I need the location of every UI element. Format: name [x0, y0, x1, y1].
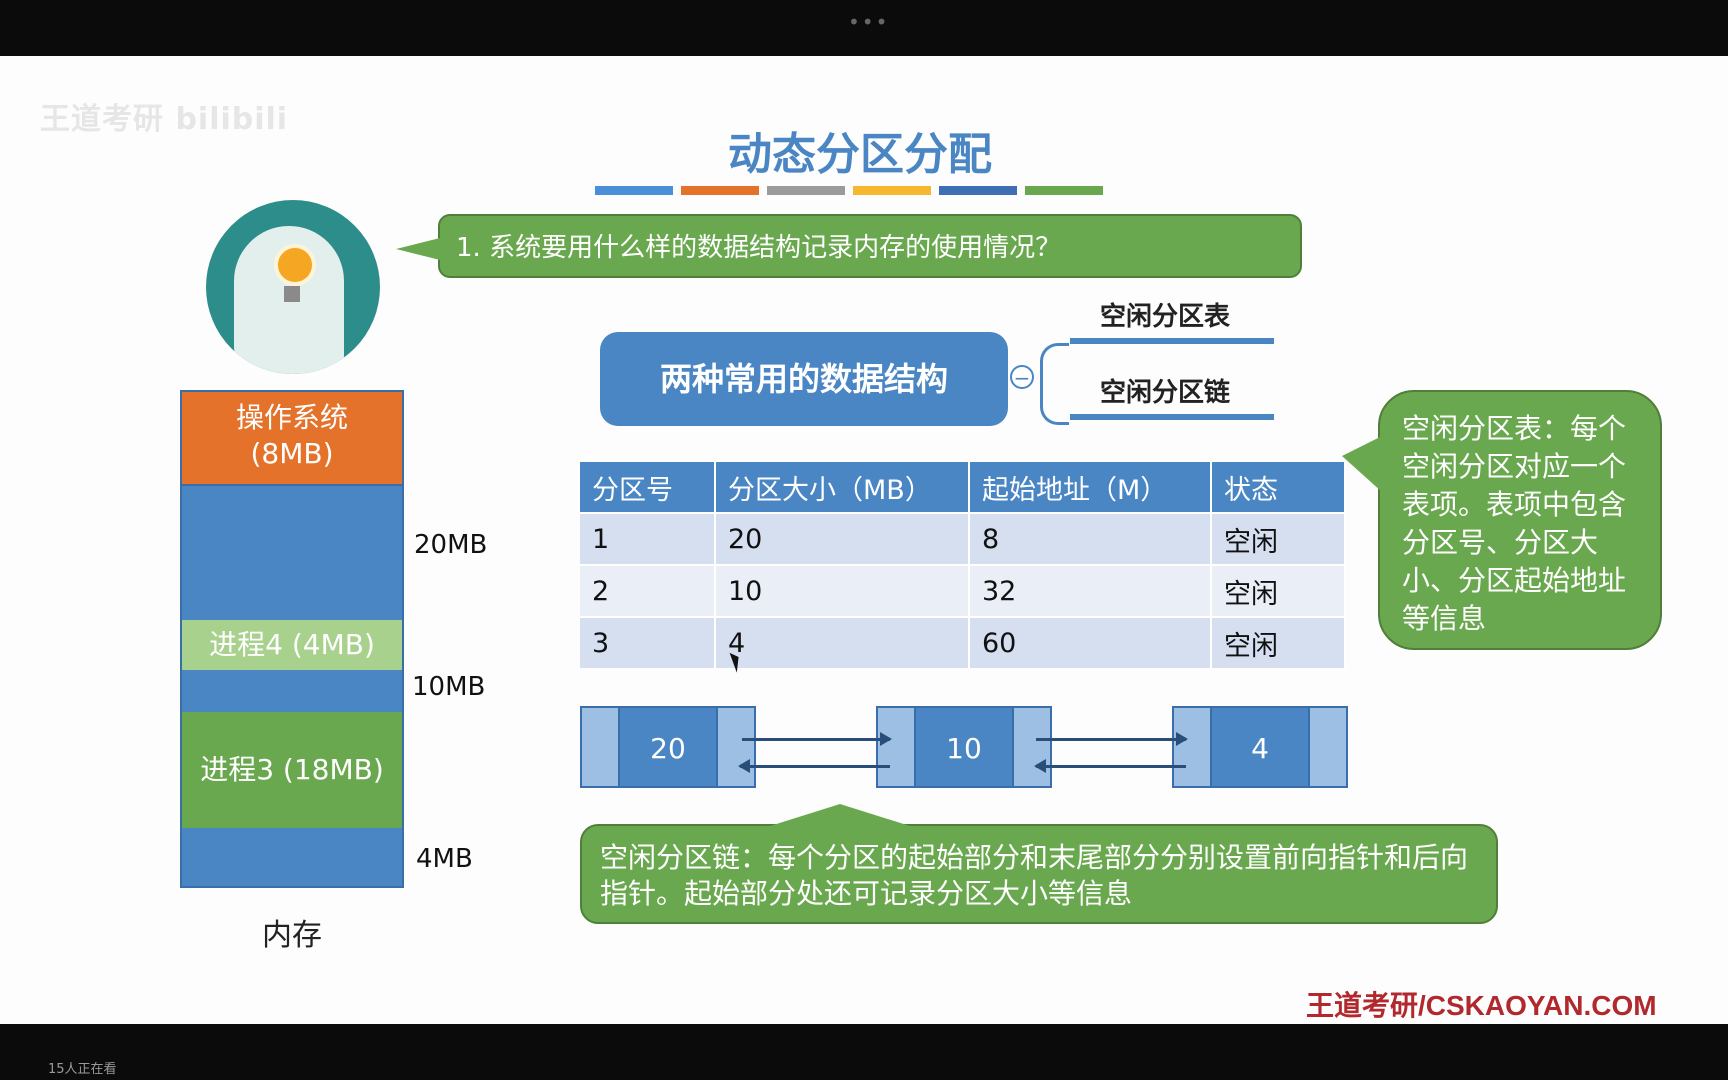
memory-free-20mb	[180, 486, 404, 620]
title-bar-6	[1025, 186, 1103, 195]
branch-connector	[1040, 343, 1069, 425]
title-bar-4	[853, 186, 931, 195]
prev-pointer	[876, 706, 916, 788]
forward-arrow-icon	[1036, 732, 1188, 746]
memory-free-4mb	[180, 828, 404, 888]
memory-process3: 进程3 (18MB)	[180, 712, 404, 828]
chain-node-size: 10	[916, 706, 1012, 788]
label-20mb: 20MB	[414, 530, 488, 560]
table-cell: 空闲	[1211, 564, 1346, 617]
table-header-row: 分区号 分区大小（MB） 起始地址（M） 状态	[580, 462, 1346, 513]
prev-pointer	[580, 706, 620, 788]
question-bubble: 1. 系统要用什么样的数据结构记录内存的使用情况？	[396, 214, 1302, 278]
data-structures-box: 两种常用的数据结构	[600, 332, 1008, 426]
table-cell: 60	[969, 616, 1212, 668]
bottom-note-bubble: 空闲分区链：每个分区的起始部分和末尾部分分别设置前向指针和后向指针。起始部分处还…	[580, 804, 1498, 924]
next-pointer	[1012, 706, 1052, 788]
thinking-head-icon	[206, 200, 380, 374]
col-header: 分区号	[580, 462, 716, 513]
table-cell: 32	[969, 564, 1212, 617]
label-4mb: 4MB	[416, 844, 473, 874]
memory-free-10mb	[180, 670, 404, 712]
chain-node-size: 20	[620, 706, 716, 788]
table-cell: 空闲	[1211, 616, 1346, 668]
memory-process4: 进程4 (4MB)	[180, 620, 404, 670]
table-cell: 4	[715, 616, 970, 668]
next-pointer	[1308, 706, 1348, 788]
forward-arrow-icon	[742, 732, 892, 746]
footer-brand: 王道考研/CSKAOYAN.COM	[1306, 990, 1657, 1021]
table-row: 2 10 32 空闲	[580, 564, 1346, 617]
side-note-text: 空闲分区表：每个空闲分区对应一个表项。表项中包含分区号、分区大小、分区起始地址等…	[1402, 412, 1627, 635]
player-top-bar: •••	[0, 0, 1728, 56]
col-header: 起始地址（M）	[969, 462, 1212, 513]
table-cell: 空闲	[1211, 512, 1346, 565]
col-header: 状态	[1211, 462, 1346, 513]
free-partition-table: 分区号 分区大小（MB） 起始地址（M） 状态 1 20 8 空闲 2 10 3…	[580, 462, 1346, 668]
os-label: 操作系统	[235, 401, 348, 434]
table-row: 3 4 60 空闲	[580, 616, 1346, 668]
branch-free-chain: 空闲分区链	[1100, 378, 1231, 408]
title-bar-3	[767, 186, 845, 195]
table-row: 1 20 8 空闲	[580, 512, 1346, 565]
memory-title: 内存	[262, 918, 322, 953]
table-cell: 2	[580, 564, 716, 617]
bottom-note-text: 空闲分区链：每个分区的起始部分和末尾部分分别设置前向指针和后向指针。起始部分处还…	[600, 841, 1469, 910]
viewer-count: 15人正在看	[48, 1062, 117, 1077]
lightbulb-icon	[274, 244, 316, 286]
col-header: 分区大小（MB）	[715, 462, 970, 513]
table-cell: 10	[715, 564, 970, 617]
chain-node-size: 4	[1212, 706, 1308, 788]
title-bar-2	[681, 186, 759, 195]
branch-free-table: 空闲分区表	[1100, 302, 1231, 332]
title-bar-5	[939, 186, 1017, 195]
branch-underline-2	[1070, 414, 1274, 420]
table-cell: 8	[969, 512, 1212, 565]
label-10mb: 10MB	[412, 672, 486, 702]
slide-title: 动态分区分配	[728, 129, 992, 180]
watermark-logo: 王道考研 bilibili	[40, 102, 289, 137]
prev-pointer	[1172, 706, 1212, 788]
side-note-bubble: 空闲分区表：每个空闲分区对应一个表项。表项中包含分区号、分区大小、分区起始地址等…	[1342, 390, 1662, 650]
player-bottom-bar	[0, 1024, 1728, 1080]
table-cell: 1	[580, 512, 716, 565]
os-size: (8MB)	[250, 437, 334, 470]
backward-arrow-icon	[738, 759, 890, 773]
backward-arrow-icon	[1034, 759, 1186, 773]
more-options-icon[interactable]: •••	[848, 10, 890, 34]
memory-os-segment: 操作系统 (8MB)	[180, 390, 404, 486]
table-cell: 20	[715, 512, 970, 565]
next-pointer	[716, 706, 756, 788]
branch-underline-1	[1070, 338, 1274, 344]
title-bar-1	[595, 186, 673, 195]
collapse-icon[interactable]: −	[1010, 365, 1034, 389]
question-text: 1. 系统要用什么样的数据结构记录内存的使用情况？	[456, 233, 1062, 263]
table-cell: 3	[580, 616, 716, 668]
